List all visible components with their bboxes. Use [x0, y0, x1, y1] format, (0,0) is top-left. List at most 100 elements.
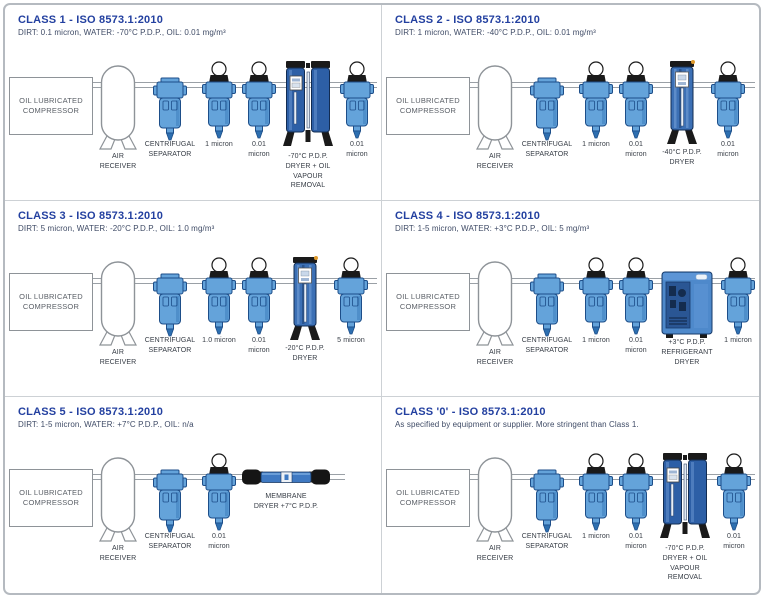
oil-lubricated-compressor: OIL LUBRICATED COMPRESSOR	[7, 434, 95, 584]
panel-subtitle: DIRT: 1 micron, WATER: -40°C P.D.P., OIL…	[395, 28, 596, 37]
air-receiver: AIR RECEIVER	[95, 42, 141, 192]
filter-icon	[202, 61, 236, 139]
desiccant-single-tower-dryer: -40°C P.D.P. DRYER	[656, 42, 708, 192]
oil-lubricated-compressor: OIL LUBRICATED COMPRESSOR	[384, 238, 472, 388]
separator-icon	[153, 77, 187, 141]
oil-lubricated-compressor: OIL LUBRICATED COMPRESSOR	[384, 42, 472, 192]
class-3-panel: CLASS 3 - ISO 8573.1:2010 DIRT: 5 micron…	[5, 201, 382, 397]
component-label: OIL LUBRICATED COMPRESSOR	[396, 487, 460, 508]
desiccant-twin-tower-dryer: -70°C P.D.P. DRYER + OIL VAPOUR REMOVAL	[279, 42, 337, 192]
air-receiver-icon	[476, 261, 514, 346]
filter-icon	[242, 257, 276, 335]
membrane-dryer: MEMBRANE DRYER +7°C P.D.P.	[239, 434, 333, 584]
component-label: 0.01 micron	[625, 533, 647, 550]
component-label: 0.01 micron	[346, 141, 368, 158]
component-label: OIL LUBRICATED COMPRESSOR	[19, 487, 83, 508]
panel-title: CLASS 4 - ISO 8573.1:2010	[395, 210, 541, 222]
filter-icon	[242, 61, 276, 139]
separator-icon	[153, 273, 187, 337]
particulate-filter: 1 micron	[576, 434, 616, 584]
particulate-filter: 0.01 micron	[714, 434, 754, 584]
desiccant-single-tower-dryer: -20°C P.D.P. DRYER	[279, 238, 331, 388]
air-receiver: AIR RECEIVER	[472, 42, 518, 192]
air-receiver-icon	[99, 261, 137, 346]
component-label: AIR RECEIVER	[99, 153, 137, 170]
component-label: OIL LUBRICATED COMPRESSOR	[396, 291, 460, 312]
particulate-filter: 0.01 micron	[239, 238, 279, 388]
panel-subtitle: DIRT: 5 micron, WATER: -20°C P.D.P., OIL…	[18, 224, 215, 233]
filter-icon	[619, 453, 653, 531]
centrifugal-separator: CENTRIFUGAL SEPARATOR	[141, 42, 199, 192]
air-receiver-icon	[99, 65, 137, 150]
component-row: OIL LUBRICATED COMPRESSOR AIR RECEIVER C…	[382, 42, 759, 192]
component-label: CENTRIFUGAL SEPARATOR	[521, 533, 573, 550]
oil-lubricated-compressor: OIL LUBRICATED COMPRESSOR	[7, 42, 95, 192]
class-1-diagram: OIL LUBRICATED COMPRESSOR AIR RECEIVER C…	[5, 42, 381, 194]
filter-icon	[340, 61, 374, 139]
compressor-box: OIL LUBRICATED COMPRESSOR	[9, 273, 93, 331]
filter-icon	[202, 257, 236, 335]
iso-8573-air-quality-class-sheet: CLASS 1 - ISO 8573.1:2010 DIRT: 0.1 micr…	[3, 3, 761, 595]
air-receiver-icon	[99, 457, 137, 542]
component-label: 0.01 micron	[208, 533, 230, 550]
oil-lubricated-compressor: OIL LUBRICATED COMPRESSOR	[7, 238, 95, 388]
class-5-panel: CLASS 5 - ISO 8573.1:2010 DIRT: 1-5 micr…	[5, 397, 382, 593]
component-label: AIR RECEIVER	[99, 349, 137, 366]
compressor-box: OIL LUBRICATED COMPRESSOR	[386, 273, 470, 331]
twin-tower-dryer-icon	[660, 453, 710, 538]
compressor-box: OIL LUBRICATED COMPRESSOR	[386, 469, 470, 527]
class-3-diagram: OIL LUBRICATED COMPRESSOR AIR RECEIVER C…	[5, 238, 381, 390]
particulate-filter: 1 micron	[199, 42, 239, 192]
panel-subtitle: DIRT: 0.1 micron, WATER: -70°C P.D.P., O…	[18, 28, 226, 37]
class-0-diagram: OIL LUBRICATED COMPRESSOR AIR RECEIVER C…	[382, 434, 759, 586]
air-receiver-icon	[476, 457, 514, 542]
component-label: CENTRIFUGAL SEPARATOR	[144, 533, 196, 550]
filter-icon	[619, 257, 653, 335]
class-5-diagram: OIL LUBRICATED COMPRESSOR AIR RECEIVER C…	[5, 434, 381, 586]
filter-icon	[579, 61, 613, 139]
oil-lubricated-compressor: OIL LUBRICATED COMPRESSOR	[384, 434, 472, 584]
class-2-panel: CLASS 2 - ISO 8573.1:2010 DIRT: 1 micron…	[382, 5, 759, 201]
centrifugal-separator: CENTRIFUGAL SEPARATOR	[141, 434, 199, 584]
panel-subtitle: DIRT: 1-5 micron, WATER: +3°C P.D.P., OI…	[395, 224, 590, 233]
separator-icon	[153, 469, 187, 533]
class-1-panel: CLASS 1 - ISO 8573.1:2010 DIRT: 0.1 micr…	[5, 5, 382, 201]
panel-title: CLASS 2 - ISO 8573.1:2010	[395, 14, 541, 26]
component-label: -70°C P.D.P. DRYER + OIL VAPOUR REMOVAL	[285, 153, 331, 190]
component-label: AIR RECEIVER	[476, 545, 514, 562]
centrifugal-separator: CENTRIFUGAL SEPARATOR	[518, 238, 576, 388]
component-label: 1 micron	[582, 141, 610, 148]
particulate-filter: 0.01 micron	[199, 434, 239, 584]
particulate-filter: 0.01 micron	[616, 238, 656, 388]
particulate-filter: 1 micron	[718, 238, 758, 388]
component-label: 0.01 micron	[625, 141, 647, 158]
air-receiver: AIR RECEIVER	[472, 434, 518, 584]
component-label: -70°C P.D.P. DRYER + OIL VAPOUR REMOVAL	[662, 545, 708, 582]
component-label: 0.01 micron	[723, 533, 745, 550]
class-4-panel: CLASS 4 - ISO 8573.1:2010 DIRT: 1-5 micr…	[382, 201, 759, 397]
filter-icon	[579, 257, 613, 335]
compressor-box: OIL LUBRICATED COMPRESSOR	[9, 469, 93, 527]
particulate-filter: 0.01 micron	[239, 42, 279, 192]
desiccant-twin-tower-dryer: -70°C P.D.P. DRYER + OIL VAPOUR REMOVAL	[656, 434, 714, 584]
air-receiver: AIR RECEIVER	[95, 238, 141, 388]
panel-title: CLASS 3 - ISO 8573.1:2010	[18, 210, 164, 222]
component-label: 0.01 micron	[248, 141, 270, 158]
panel-title: CLASS '0' - ISO 8573.1:2010	[395, 406, 546, 418]
panel-title: CLASS 1 - ISO 8573.1:2010	[18, 14, 164, 26]
particulate-filter: 5 micron	[331, 238, 371, 388]
component-label: 1 micron	[582, 337, 610, 344]
component-label: 1 micron	[724, 337, 752, 344]
centrifugal-separator: CENTRIFUGAL SEPARATOR	[141, 238, 199, 388]
component-label: 0.01 micron	[625, 337, 647, 354]
particulate-filter: 0.01 micron	[337, 42, 377, 192]
component-label: 1 micron	[582, 533, 610, 540]
filter-icon	[721, 257, 755, 335]
component-label: OIL LUBRICATED COMPRESSOR	[19, 291, 83, 312]
component-label: OIL LUBRICATED COMPRESSOR	[396, 95, 460, 116]
filter-icon	[619, 61, 653, 139]
air-receiver-icon	[476, 65, 514, 150]
particulate-filter: 1 micron	[576, 42, 616, 192]
component-label: 1.0 micron	[202, 337, 236, 344]
refrigerant-dryer: +3°C P.D.P. REFRIGERANT DRYER	[656, 238, 718, 388]
